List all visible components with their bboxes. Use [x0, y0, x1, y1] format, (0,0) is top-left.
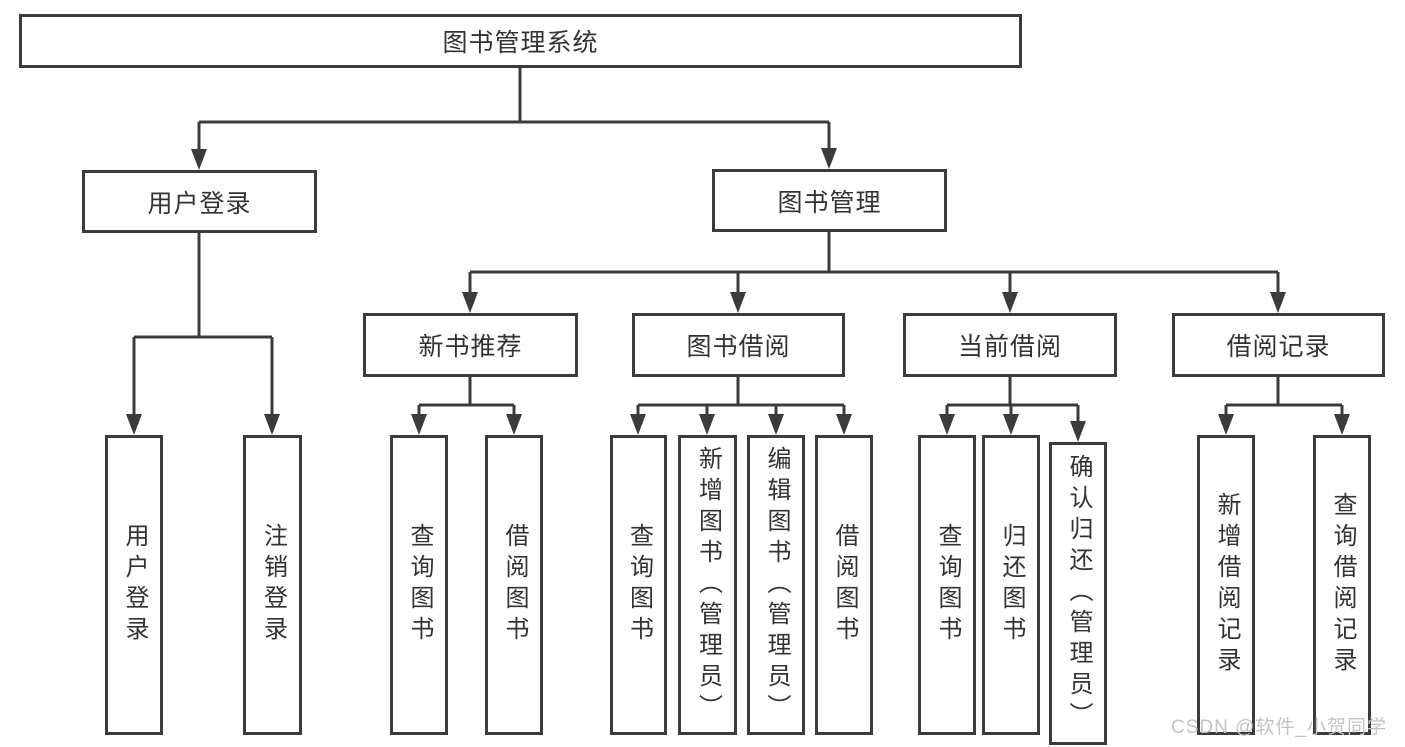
- leaf-add-borrow-record-label: 新增借阅记录: [1213, 492, 1240, 678]
- leaf-edit-books-admin: 编辑图书（管理员）: [747, 435, 805, 735]
- csdn-watermark: CSDN @软件_小贺同学: [1171, 717, 1387, 738]
- node-borrow-record-label: 借阅记录: [1226, 333, 1331, 361]
- arrow-down-icon: [1334, 414, 1350, 435]
- leaf-borrow-books-label: 借阅图书: [501, 523, 528, 647]
- leaf-query-borrow-record-label: 查询借阅记录: [1329, 492, 1356, 678]
- leaf-query-books: 查询图书: [610, 435, 667, 735]
- node-borrow-record: 借阅记录: [1172, 313, 1385, 377]
- leaf-user-login-label: 用户登录: [121, 523, 148, 647]
- node-book-borrow-label: 图书借阅: [686, 333, 791, 361]
- connector-paths: [132, 68, 1344, 427]
- leaf-query-books-label: 查询图书: [625, 523, 653, 647]
- node-current-borrow: 当前借阅: [903, 313, 1117, 377]
- node-new-book-recommend: 新书推荐: [363, 313, 578, 377]
- node-root-label: 图书管理系统: [442, 29, 599, 57]
- leaf-confirm-return-admin: 确认归还（管理员）: [1049, 442, 1107, 745]
- leaf-add-books-admin: 新增图书（管理员）: [678, 435, 737, 735]
- arrow-down-icon: [1003, 414, 1019, 435]
- leaf-query-borrow-record: 查询借阅记录: [1313, 435, 1371, 735]
- arrow-down-icon: [191, 149, 207, 170]
- arrow-down-icon: [126, 414, 142, 435]
- leaf-return-books-label: 归还图书: [998, 523, 1025, 647]
- arrow-down-icon: [1218, 414, 1234, 435]
- arrow-down-icon: [1002, 292, 1018, 313]
- node-book-management-label: 图书管理: [777, 188, 882, 217]
- leaf-return-books: 归还图书: [982, 435, 1040, 735]
- leaf-logout-label: 注销登录: [259, 523, 287, 647]
- leaf-query-books: 查询图书: [390, 435, 448, 735]
- arrow-down-icon: [939, 414, 955, 435]
- arrowhead-icons: [126, 148, 1350, 442]
- node-new-book-recommend-label: 新书推荐: [418, 333, 523, 361]
- node-book-borrow: 图书借阅: [632, 313, 845, 377]
- leaf-user-login: 用户登录: [105, 435, 163, 735]
- node-root: 图书管理系统: [19, 14, 1022, 68]
- arrow-down-icon: [1070, 421, 1086, 442]
- leaf-borrow-books: 借阅图书: [815, 435, 873, 735]
- arrow-down-icon: [462, 292, 478, 313]
- arrow-down-icon: [821, 148, 837, 169]
- arrow-down-icon: [836, 414, 852, 435]
- arrow-down-icon: [1270, 292, 1286, 313]
- arrow-down-icon: [768, 414, 784, 435]
- node-user-login: 用户登录: [82, 170, 317, 233]
- leaf-query-books-label: 查询图书: [406, 523, 433, 647]
- node-book-management: 图书管理: [712, 169, 947, 232]
- leaf-query-books: 查询图书: [918, 435, 976, 735]
- leaf-confirm-return-admin-label: 确认归还（管理员）: [1065, 454, 1092, 733]
- leaf-add-borrow-record: 新增借阅记录: [1197, 435, 1255, 735]
- arrow-down-icon: [264, 414, 280, 435]
- leaf-borrow-books: 借阅图书: [485, 435, 543, 735]
- leaf-logout: 注销登录: [243, 435, 302, 735]
- arrow-down-icon: [630, 414, 646, 435]
- leaf-edit-books-admin-label: 编辑图书（管理员）: [763, 445, 790, 725]
- leaf-borrow-books-label: 借阅图书: [831, 523, 858, 647]
- node-user-login-label: 用户登录: [147, 189, 252, 218]
- arrow-down-icon: [411, 414, 427, 435]
- arrow-down-icon: [699, 414, 715, 435]
- node-current-borrow-label: 当前借阅: [957, 333, 1062, 361]
- leaf-add-books-admin-label: 新增图书（管理员）: [694, 445, 722, 725]
- leaf-query-books-label: 查询图书: [934, 523, 961, 647]
- arrow-down-icon: [730, 292, 746, 313]
- arrow-down-icon: [506, 414, 522, 435]
